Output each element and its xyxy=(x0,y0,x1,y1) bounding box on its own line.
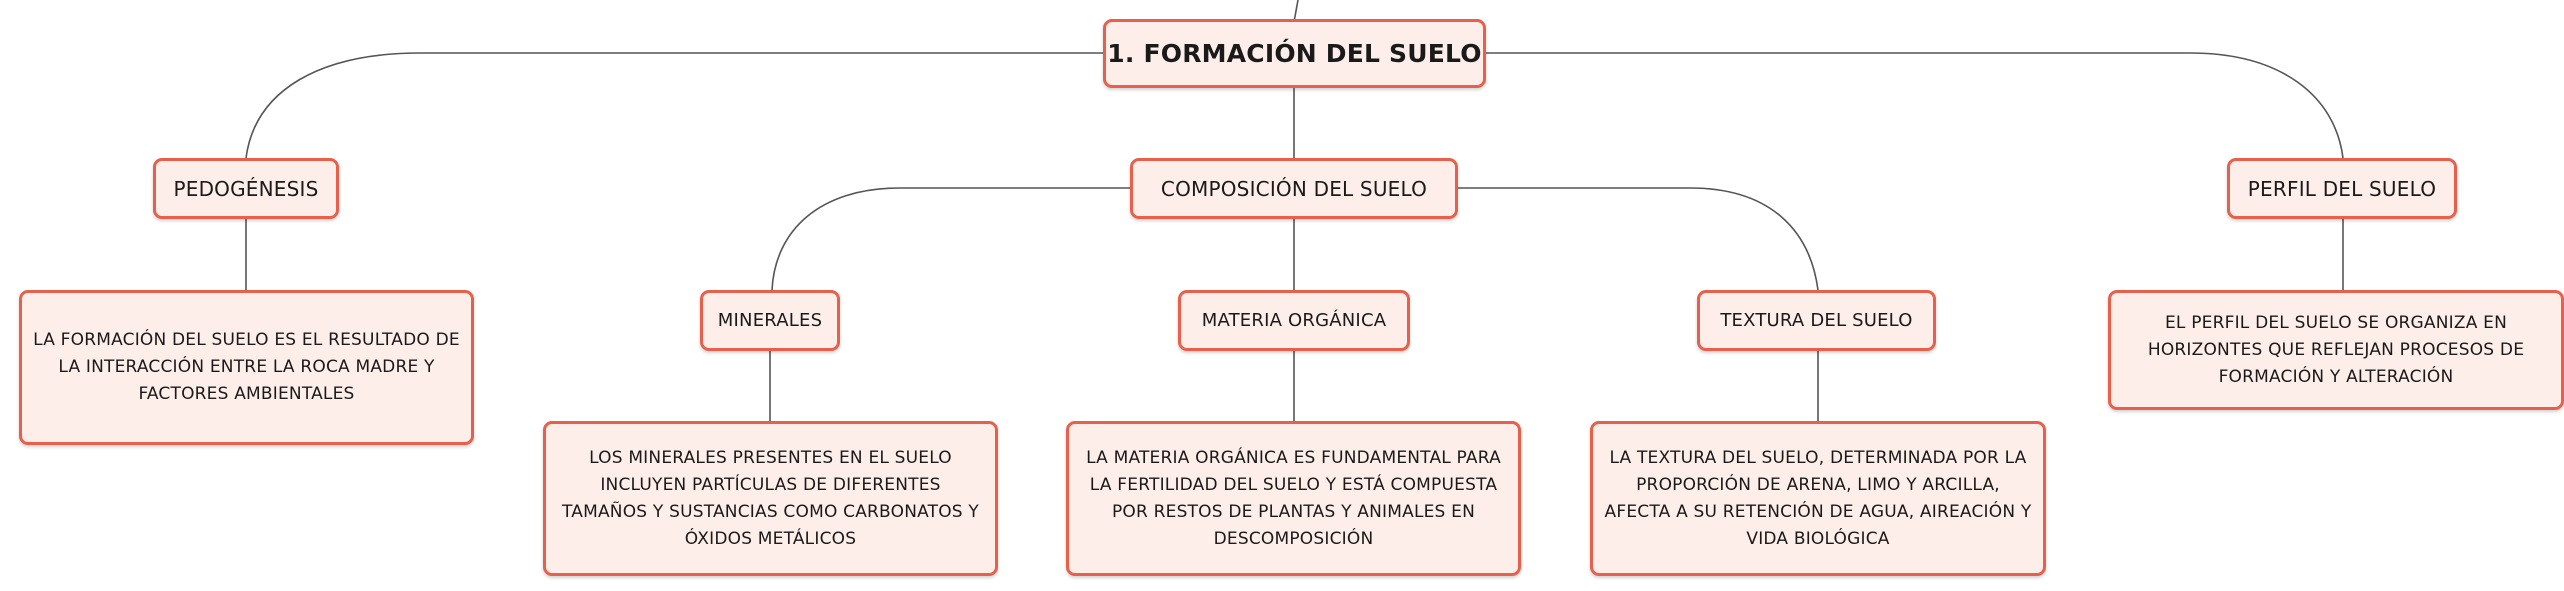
profile-text: EL PERFIL DEL SUELO SE ORGANIZA EN HORIZ… xyxy=(2147,312,2525,387)
texture-text-node[interactable]: LA TEXTURA DEL SUELO, DETERMINADA POR LA… xyxy=(1590,421,2046,576)
pedogenesis-label: PEDOGÉNESIS xyxy=(173,176,319,201)
composition-label: COMPOSICIÓN DEL SUELO xyxy=(1160,176,1428,201)
connector-top xyxy=(1293,0,1299,23)
profile-text-node[interactable]: EL PERFIL DEL SUELO SE ORGANIZA EN HORIZ… xyxy=(2108,290,2564,410)
texture-node[interactable]: TEXTURA DEL SUELO xyxy=(1697,290,1936,351)
pedogenesis-text-node[interactable]: LA FORMACIÓN DEL SUELO ES EL RESULTADO D… xyxy=(19,290,474,445)
texture-label: TEXTURA DEL SUELO xyxy=(1720,310,1913,331)
minerals-label: MINERALES xyxy=(717,310,823,331)
organic-matter-label: MATERIA ORGÁNICA xyxy=(1201,310,1387,331)
texture-text: LA TEXTURA DEL SUELO, DETERMINADA POR LA… xyxy=(1604,447,2032,549)
minerals-text-node[interactable]: LOS MINERALES PRESENTES EN EL SUELO INCL… xyxy=(543,421,998,576)
connector-root-pedogenesis xyxy=(245,52,1103,159)
pedogenesis-node[interactable]: PEDOGÉNESIS xyxy=(153,158,339,219)
root-node[interactable]: 1. FORMACIÓN DEL SUELO xyxy=(1103,19,1486,88)
composition-node[interactable]: COMPOSICIÓN DEL SUELO xyxy=(1130,158,1458,219)
minerals-text: LOS MINERALES PRESENTES EN EL SUELO INCL… xyxy=(562,447,979,549)
profile-node[interactable]: PERFIL DEL SUELO xyxy=(2227,158,2457,219)
minerals-node[interactable]: MINERALES xyxy=(700,290,840,351)
organic-matter-node[interactable]: MATERIA ORGÁNICA xyxy=(1178,290,1410,351)
pedogenesis-text: LA FORMACIÓN DEL SUELO ES EL RESULTADO D… xyxy=(33,330,460,404)
connector-composition-texture xyxy=(1458,187,1819,291)
connector-composition-minerals xyxy=(771,187,1130,291)
profile-label: PERFIL DEL SUELO xyxy=(2247,176,2437,201)
organic-matter-text-node[interactable]: LA MATERIA ORGÁNICA ES FUNDAMENTAL PARA … xyxy=(1066,421,1521,576)
organic-matter-text: LA MATERIA ORGÁNICA ES FUNDAMENTAL PARA … xyxy=(1086,447,1501,549)
connector-root-profile xyxy=(1486,52,2344,159)
root-label: 1. FORMACIÓN DEL SUELO xyxy=(1107,39,1482,68)
